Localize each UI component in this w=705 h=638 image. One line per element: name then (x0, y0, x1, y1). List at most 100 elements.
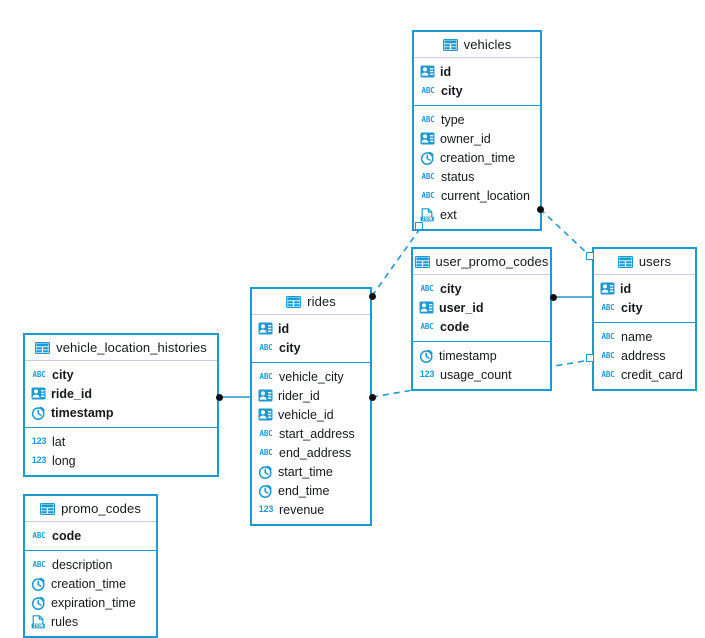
relationship-target-marker-vehicles-to-rides (415, 222, 423, 230)
column-name: current_location (441, 188, 530, 203)
column-name: id (278, 321, 290, 336)
column-name: lat (52, 434, 66, 449)
table-grid-icon (40, 502, 56, 515)
column-row[interactable]: timestamp (413, 346, 550, 365)
pk-column-row[interactable]: id (594, 279, 695, 298)
column-row[interactable]: owner_id (414, 129, 540, 148)
column-name: id (620, 281, 632, 296)
column-name: city (279, 340, 301, 355)
column-name: vehicle_id (278, 407, 334, 422)
pk-column-row[interactable]: ABC city (594, 298, 695, 317)
pk-column-row[interactable]: id (414, 62, 540, 81)
columns-section: ABC description creation_time expiration_ti… (25, 551, 156, 636)
abc-icon: ABC (420, 321, 434, 331)
person-card-icon (420, 65, 435, 78)
column-row[interactable]: rider_id (252, 386, 370, 405)
pk-column-row[interactable]: id (252, 319, 370, 338)
table-header[interactable]: users (594, 249, 695, 275)
column-name: ride_id (51, 386, 92, 401)
abc-icon: ABC (421, 171, 435, 181)
clock-icon (420, 151, 435, 165)
table-grid-icon (442, 38, 458, 51)
pk-column-row[interactable]: ABC city (413, 279, 550, 298)
pk-column-row[interactable]: user_id (413, 298, 550, 317)
abc-icon: ABC (32, 559, 46, 569)
column-name: timestamp (439, 348, 497, 363)
column-row[interactable]: ABC status (414, 167, 540, 186)
abc-icon: ABC (601, 369, 615, 379)
abc-icon: ABC (259, 447, 273, 457)
abc-icon: ABC (601, 331, 615, 341)
pk-column-row[interactable]: timestamp (25, 403, 217, 422)
column-name: type (441, 112, 465, 127)
abc-icon: ABC (32, 530, 46, 540)
relationship-target-marker-vehicles-to-users (586, 252, 594, 260)
table-header[interactable]: vehicles (414, 32, 540, 58)
table-header[interactable]: vehicle_location_histories (25, 335, 217, 361)
column-name: expiration_time (51, 595, 136, 610)
column-row[interactable]: ABC description (25, 555, 156, 574)
column-name: status (441, 169, 475, 184)
table-header[interactable]: rides (252, 289, 370, 315)
column-row[interactable]: vehicle_id (252, 405, 370, 424)
column-row[interactable]: expiration_time (25, 593, 156, 612)
column-row[interactable]: end_time (252, 481, 370, 500)
column-name: city (621, 300, 643, 315)
column-row[interactable]: start_time (252, 462, 370, 481)
json-document-icon: JSON (31, 614, 46, 629)
column-row[interactable]: creation_time (414, 148, 540, 167)
clock-icon (31, 406, 46, 420)
pk-column-row[interactable]: ride_id (25, 384, 217, 403)
column-name: city (440, 281, 462, 296)
abc-icon: ABC (421, 85, 435, 95)
column-name: owner_id (440, 131, 491, 146)
table-grid-icon (414, 255, 430, 268)
column-name: creation_time (440, 150, 516, 165)
column-name: description (52, 557, 113, 572)
table-header[interactable]: promo_codes (25, 496, 156, 522)
table-header[interactable]: user_promo_codes (413, 249, 550, 275)
svg-text:JSON: JSON (33, 623, 44, 629)
abc-icon: ABC (420, 283, 434, 293)
table-title: vehicle_location_histories (56, 340, 207, 355)
abc-icon: ABC (601, 302, 615, 312)
123-icon: 123 (31, 455, 47, 465)
column-name: city (52, 367, 74, 382)
table-grid-icon (35, 341, 51, 354)
column-name: start_address (279, 426, 355, 441)
column-name: user_id (439, 300, 484, 315)
column-row[interactable]: creation_time (25, 574, 156, 593)
